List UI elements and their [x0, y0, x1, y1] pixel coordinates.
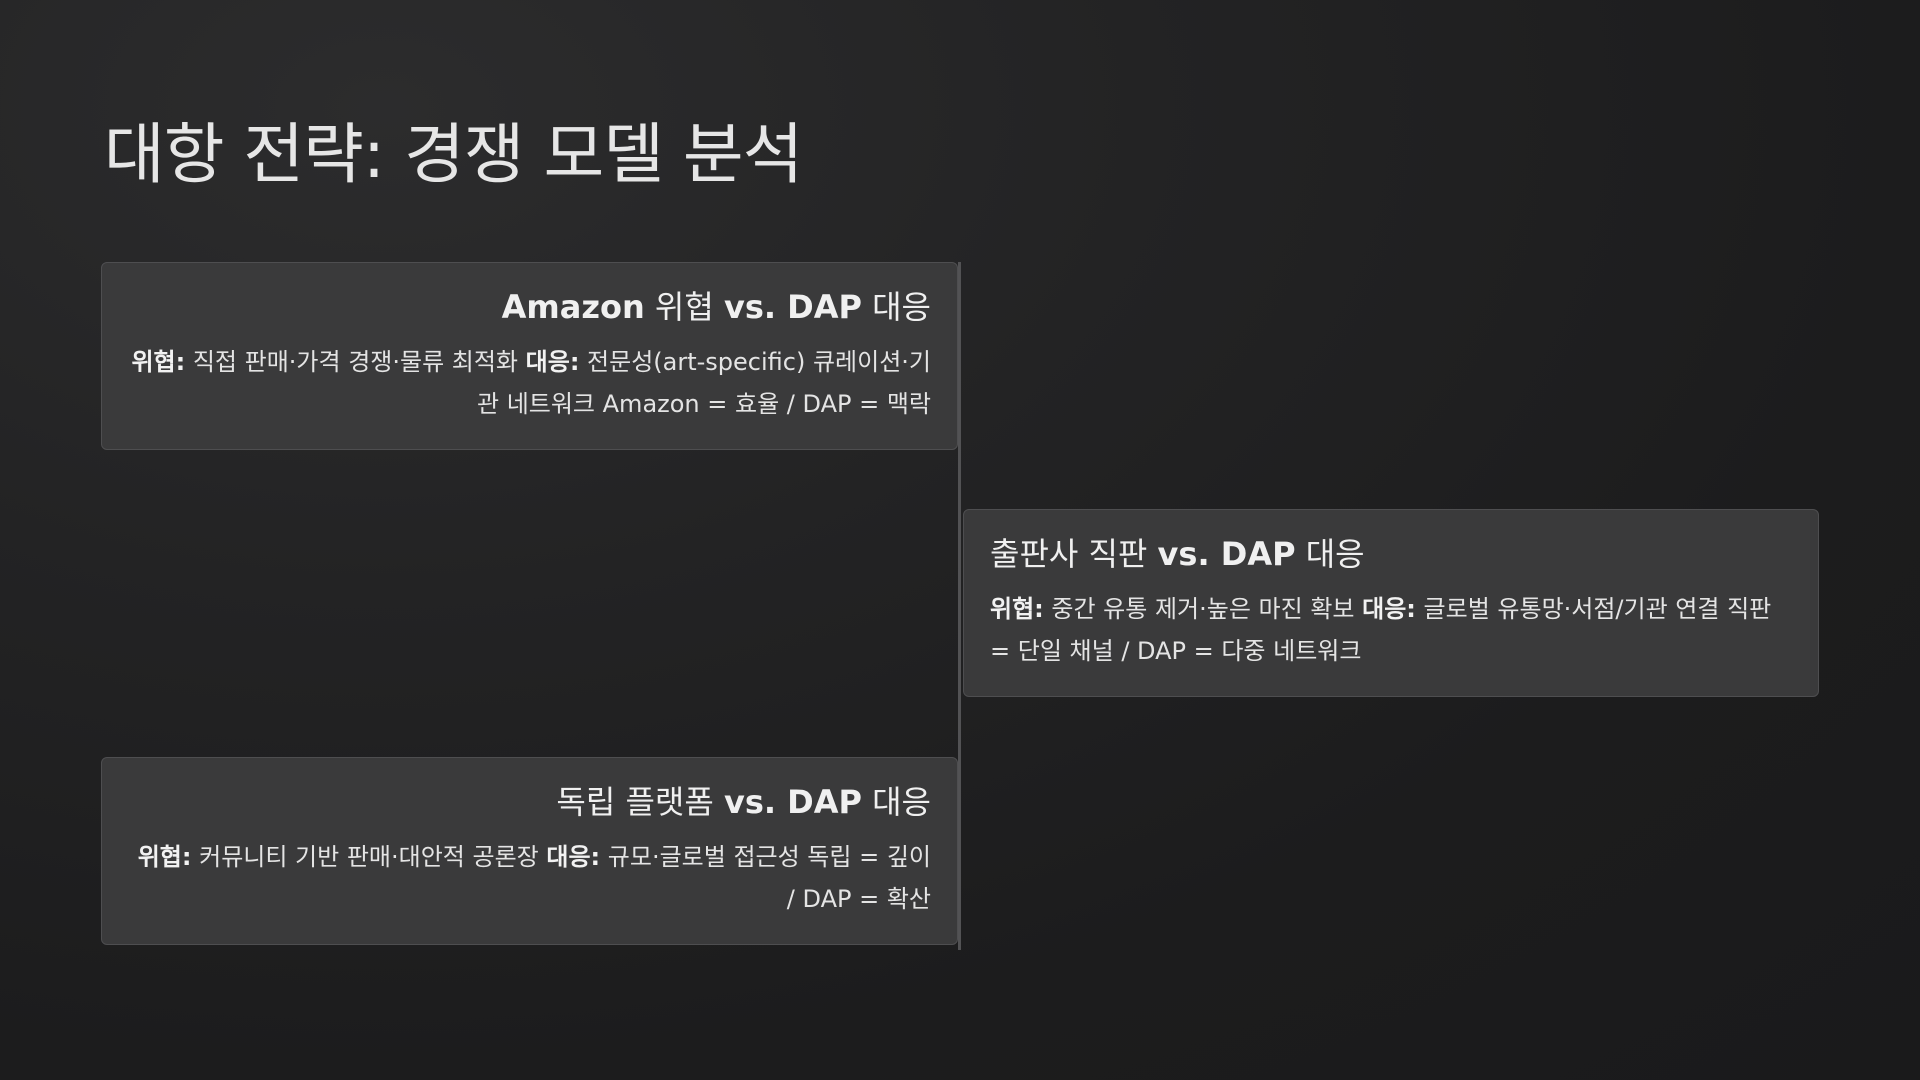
- card-publisher-title-middle: 출판사 직판: [990, 535, 1158, 573]
- card-amazon-title: Amazon 위협 vs. DAP 대응: [128, 285, 931, 329]
- slide-title: 대항 전략: 경쟁 모델 분석: [104, 116, 803, 193]
- card-amazon-response-label: 대응:: [525, 348, 580, 376]
- card-amazon-title-suffix: 대응: [861, 288, 931, 326]
- card-amazon-threat-label: 위협:: [131, 348, 186, 376]
- card-independent-response-label: 대응:: [546, 843, 601, 871]
- card-amazon-response-text: 전문성(art-specific) 큐레이션·기관 네트워크 Amazon = …: [476, 348, 931, 418]
- card-independent-title: 독립 플랫폼 vs. DAP 대응: [128, 780, 931, 824]
- card-amazon: Amazon 위협 vs. DAP 대응 위협: 직접 판매·가격 경쟁·물류 …: [101, 262, 958, 450]
- card-publisher-response-label: 대응:: [1362, 595, 1416, 623]
- card-publisher-title-suffix: 대응: [1295, 535, 1365, 573]
- card-publisher: 출판사 직판 vs. DAP 대응 위협: 중간 유통 제거·높은 마진 확보 …: [963, 509, 1819, 697]
- card-independent-body: 위협: 커뮤니티 기반 판매·대안적 공론장 대응: 규모·글로벌 접근성 독립…: [128, 836, 931, 920]
- card-publisher-title-vs: vs. DAP: [1157, 535, 1296, 573]
- card-amazon-body: 위협: 직접 판매·가격 경쟁·물류 최적화 대응: 전문성(art-speci…: [128, 341, 931, 425]
- card-independent-title-middle: 독립 플랫폼: [556, 783, 724, 821]
- card-independent-response-text: 규모·글로벌 접근성 독립 = 깊이 / DAP = 확산: [600, 843, 931, 913]
- card-amazon-threat-text: 직접 판매·가격 경쟁·물류 최적화: [185, 348, 526, 376]
- card-publisher-response-text: 글로벌 유통망·서점/기관 연결 직판 = 단일 채널 / DAP = 다중 네…: [990, 595, 1772, 665]
- timeline-divider: [958, 262, 961, 950]
- card-independent-title-vs: vs. DAP: [723, 783, 862, 821]
- card-publisher-threat-label: 위협:: [990, 595, 1044, 623]
- card-amazon-title-middle: 위협: [644, 288, 724, 326]
- card-publisher-threat-text: 중간 유통 제거·높은 마진 확보: [1043, 595, 1363, 623]
- card-independent-title-suffix: 대응: [861, 783, 931, 821]
- card-amazon-title-brand: Amazon: [501, 288, 645, 326]
- card-independent-threat-text: 커뮤니티 기반 판매·대안적 공론장: [191, 843, 547, 871]
- card-independent: 독립 플랫폼 vs. DAP 대응 위협: 커뮤니티 기반 판매·대안적 공론장…: [101, 757, 958, 945]
- card-publisher-title: 출판사 직판 vs. DAP 대응: [990, 532, 1792, 576]
- card-independent-threat-label: 위협:: [137, 843, 192, 871]
- card-amazon-title-vs: vs. DAP: [723, 288, 862, 326]
- card-publisher-body: 위협: 중간 유통 제거·높은 마진 확보 대응: 글로벌 유통망·서점/기관 …: [990, 588, 1792, 672]
